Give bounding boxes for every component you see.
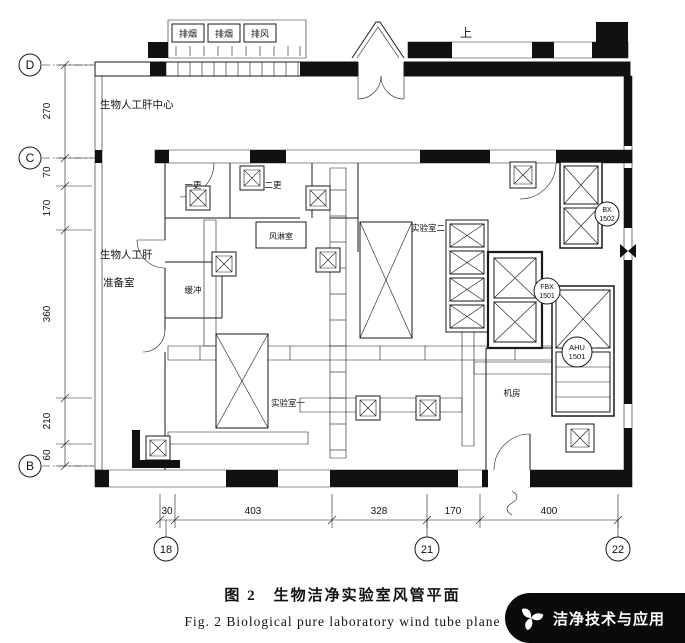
door-swings (137, 76, 404, 352)
grid-label-B: B (26, 459, 34, 473)
dim-col-170: 170 (445, 506, 462, 517)
top-louver-hatch (166, 62, 298, 76)
top-corridor-wall (148, 22, 628, 58)
vent-label-1: 排烟 (179, 28, 197, 39)
ahu-tag-bubble (562, 337, 592, 367)
grid-bubble-22 (606, 537, 630, 561)
dim-col-403: 403 (245, 506, 262, 517)
grid-label-18: 18 (160, 544, 172, 556)
watermark-logo: 洁净技术与应用 (505, 593, 685, 643)
door-swing (520, 163, 556, 199)
grid-label-21: 21 (421, 544, 433, 556)
diffuser (146, 436, 170, 460)
ducts (168, 168, 552, 458)
dim-col-328: 328 (371, 506, 388, 517)
room-labels: 生物人工肝中心 生物人工肝 准备室 一更 二更 缓冲 实验室二 实验室一 机房 (100, 98, 521, 408)
grid-label-C: C (26, 151, 35, 165)
diffuser (186, 186, 210, 210)
ahu-tag-line2: 1501 (569, 352, 586, 361)
bx-tag-line1: BX (602, 207, 612, 214)
fbx-tag-line1: FBX (540, 284, 554, 291)
vent-label-3: 排风 (251, 28, 269, 39)
dim-row-60: 60 (42, 449, 53, 461)
equipment-units (132, 162, 614, 468)
dim-row-70: 70 (42, 166, 53, 178)
flex-duct-icon (507, 491, 517, 515)
fan-icon (522, 608, 544, 631)
floor-plan: D C B 270 70 170 360 210 60 30 403 328 1… (0, 0, 636, 578)
dim-col-30: 30 (161, 506, 173, 517)
room-label-machine-room: 机房 (503, 388, 520, 398)
ahu-tag-line1: AHU (569, 343, 585, 352)
diffuser (510, 162, 536, 188)
bx-tag-bubble (595, 202, 619, 226)
room-label-change1: 一更 (184, 180, 202, 190)
room-label-change2: 二更 (264, 180, 282, 190)
grid-label-D: D (26, 58, 35, 72)
figure-caption: 图 2 生物洁净实验室风管平面 Fig. 2 Biological pure l… (0, 584, 685, 630)
grid-bubble-B (19, 455, 41, 477)
diffuser (416, 396, 440, 420)
diffuser (306, 186, 330, 210)
lab1-unit (216, 334, 268, 428)
grid-bubble-18 (154, 537, 178, 561)
grid-c-wall (155, 150, 632, 199)
room-label-buffer: 缓冲 (184, 285, 201, 295)
figure-caption-cn: 图 2 生物洁净实验室风管平面 (224, 588, 461, 604)
lab2-unit (360, 222, 412, 338)
room-label-prep-1: 生物人工肝 (100, 248, 153, 261)
grid-label-22: 22 (612, 544, 624, 556)
dim-row-170: 170 (42, 199, 53, 216)
up-label: 上 (460, 26, 472, 40)
vent-louver-hatch (176, 46, 300, 56)
fbx-unit (488, 252, 542, 348)
air-shower-room: 风淋室 (256, 222, 306, 248)
exhaust-unit (560, 162, 602, 248)
grid-bubble-21 (415, 537, 439, 561)
diffuser (566, 424, 594, 452)
grid-cols: 30 403 328 170 400 18 21 22 (154, 494, 630, 561)
grid-rows: D C B 270 70 170 360 210 60 (19, 54, 95, 477)
bottom-door-swing (494, 434, 530, 470)
diffuser (316, 248, 340, 272)
fbx-tag-line2: 1501 (539, 293, 555, 300)
damper-icon (620, 244, 636, 258)
figure-caption-en: Fig. 2 Biological pure laboratory wind t… (184, 614, 501, 629)
fbx-tag-bubble (534, 278, 560, 304)
diffuser (240, 166, 264, 190)
room-label-prep-2: 准备室 (103, 276, 135, 289)
watermark-text: 洁净技术与应用 (553, 610, 666, 628)
dim-row-360: 360 (42, 305, 53, 322)
room-label-lab1: 实验室一 (271, 398, 306, 408)
diffuser (356, 396, 380, 420)
diffuser (212, 252, 236, 276)
grid-bubble-C (19, 147, 41, 169)
dim-row-270: 270 (42, 102, 53, 119)
vent-label-2: 排烟 (215, 28, 233, 39)
stair-door (352, 22, 404, 58)
room-label-lab2: 实验室二 (411, 223, 446, 233)
room-label-center: 生物人工肝中心 (100, 98, 174, 111)
bx-tag-line2: 1502 (599, 216, 615, 223)
equipment-tags: AHU 1501 FBX 1501 BX 1502 (534, 202, 619, 367)
dim-row-210: 210 (42, 412, 53, 429)
room-label-air-shower: 风淋室 (269, 231, 293, 241)
grid-bubble-D (19, 54, 41, 76)
top-vent-strip: 排烟 排烟 排风 (168, 20, 306, 58)
exterior-walls (95, 61, 636, 515)
dim-col-400: 400 (541, 506, 558, 517)
diffusers (146, 162, 594, 460)
